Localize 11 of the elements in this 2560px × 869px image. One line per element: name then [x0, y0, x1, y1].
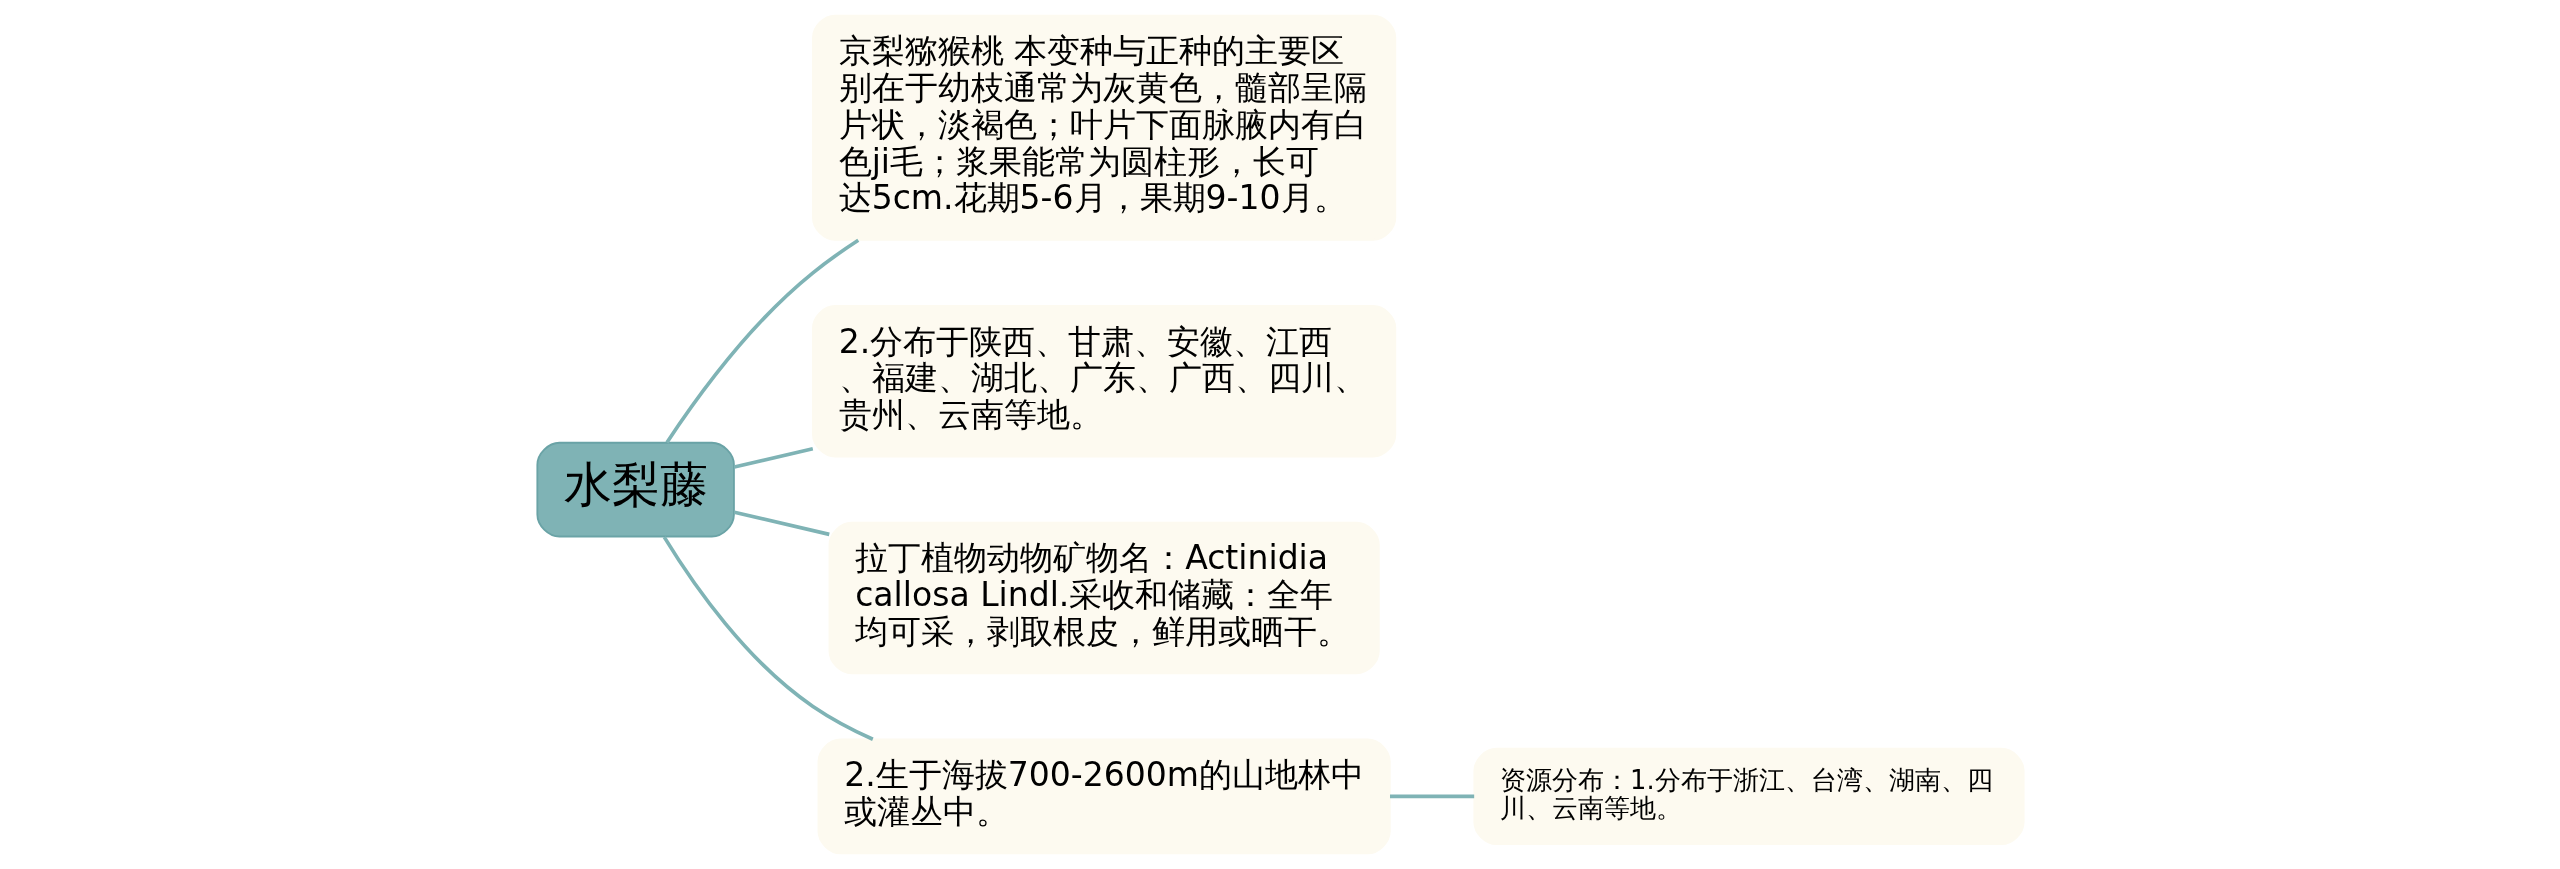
connector — [733, 510, 830, 537]
connector — [1389, 794, 1474, 799]
connector — [664, 238, 859, 444]
node-box: 拉丁植物动物矿物名：Actinidia callosa Lindl.采收和储藏：全年均可采，剥取根皮，鲜用或晒干。 — [828, 521, 1380, 675]
connector — [733, 446, 813, 469]
node-box: 水梨藤 — [535, 441, 735, 538]
node-box: 2.生于海拔700-2600m的山地林中或灌丛中。 — [817, 738, 1391, 855]
node-box: 2.分布于陕西、甘肃、安徽、江西、福建、湖北、广东、广西、四川、贵州、云南等地。 — [811, 304, 1396, 458]
node-box: 京梨猕猴桃 本变种与正种的主要区别在于幼枝通常为灰黄色，髓部呈隔片状，淡褐色；叶片下面脉腋内有白色ji毛；浆果能常为圆柱形，长可达5cm.花期5-6月，果期9-10月。 — [811, 14, 1396, 241]
connector — [662, 536, 874, 741]
node-box: 资源分布：1.分布于浙江、台湾、湖南、四川、云南等地。 — [1472, 747, 2025, 846]
